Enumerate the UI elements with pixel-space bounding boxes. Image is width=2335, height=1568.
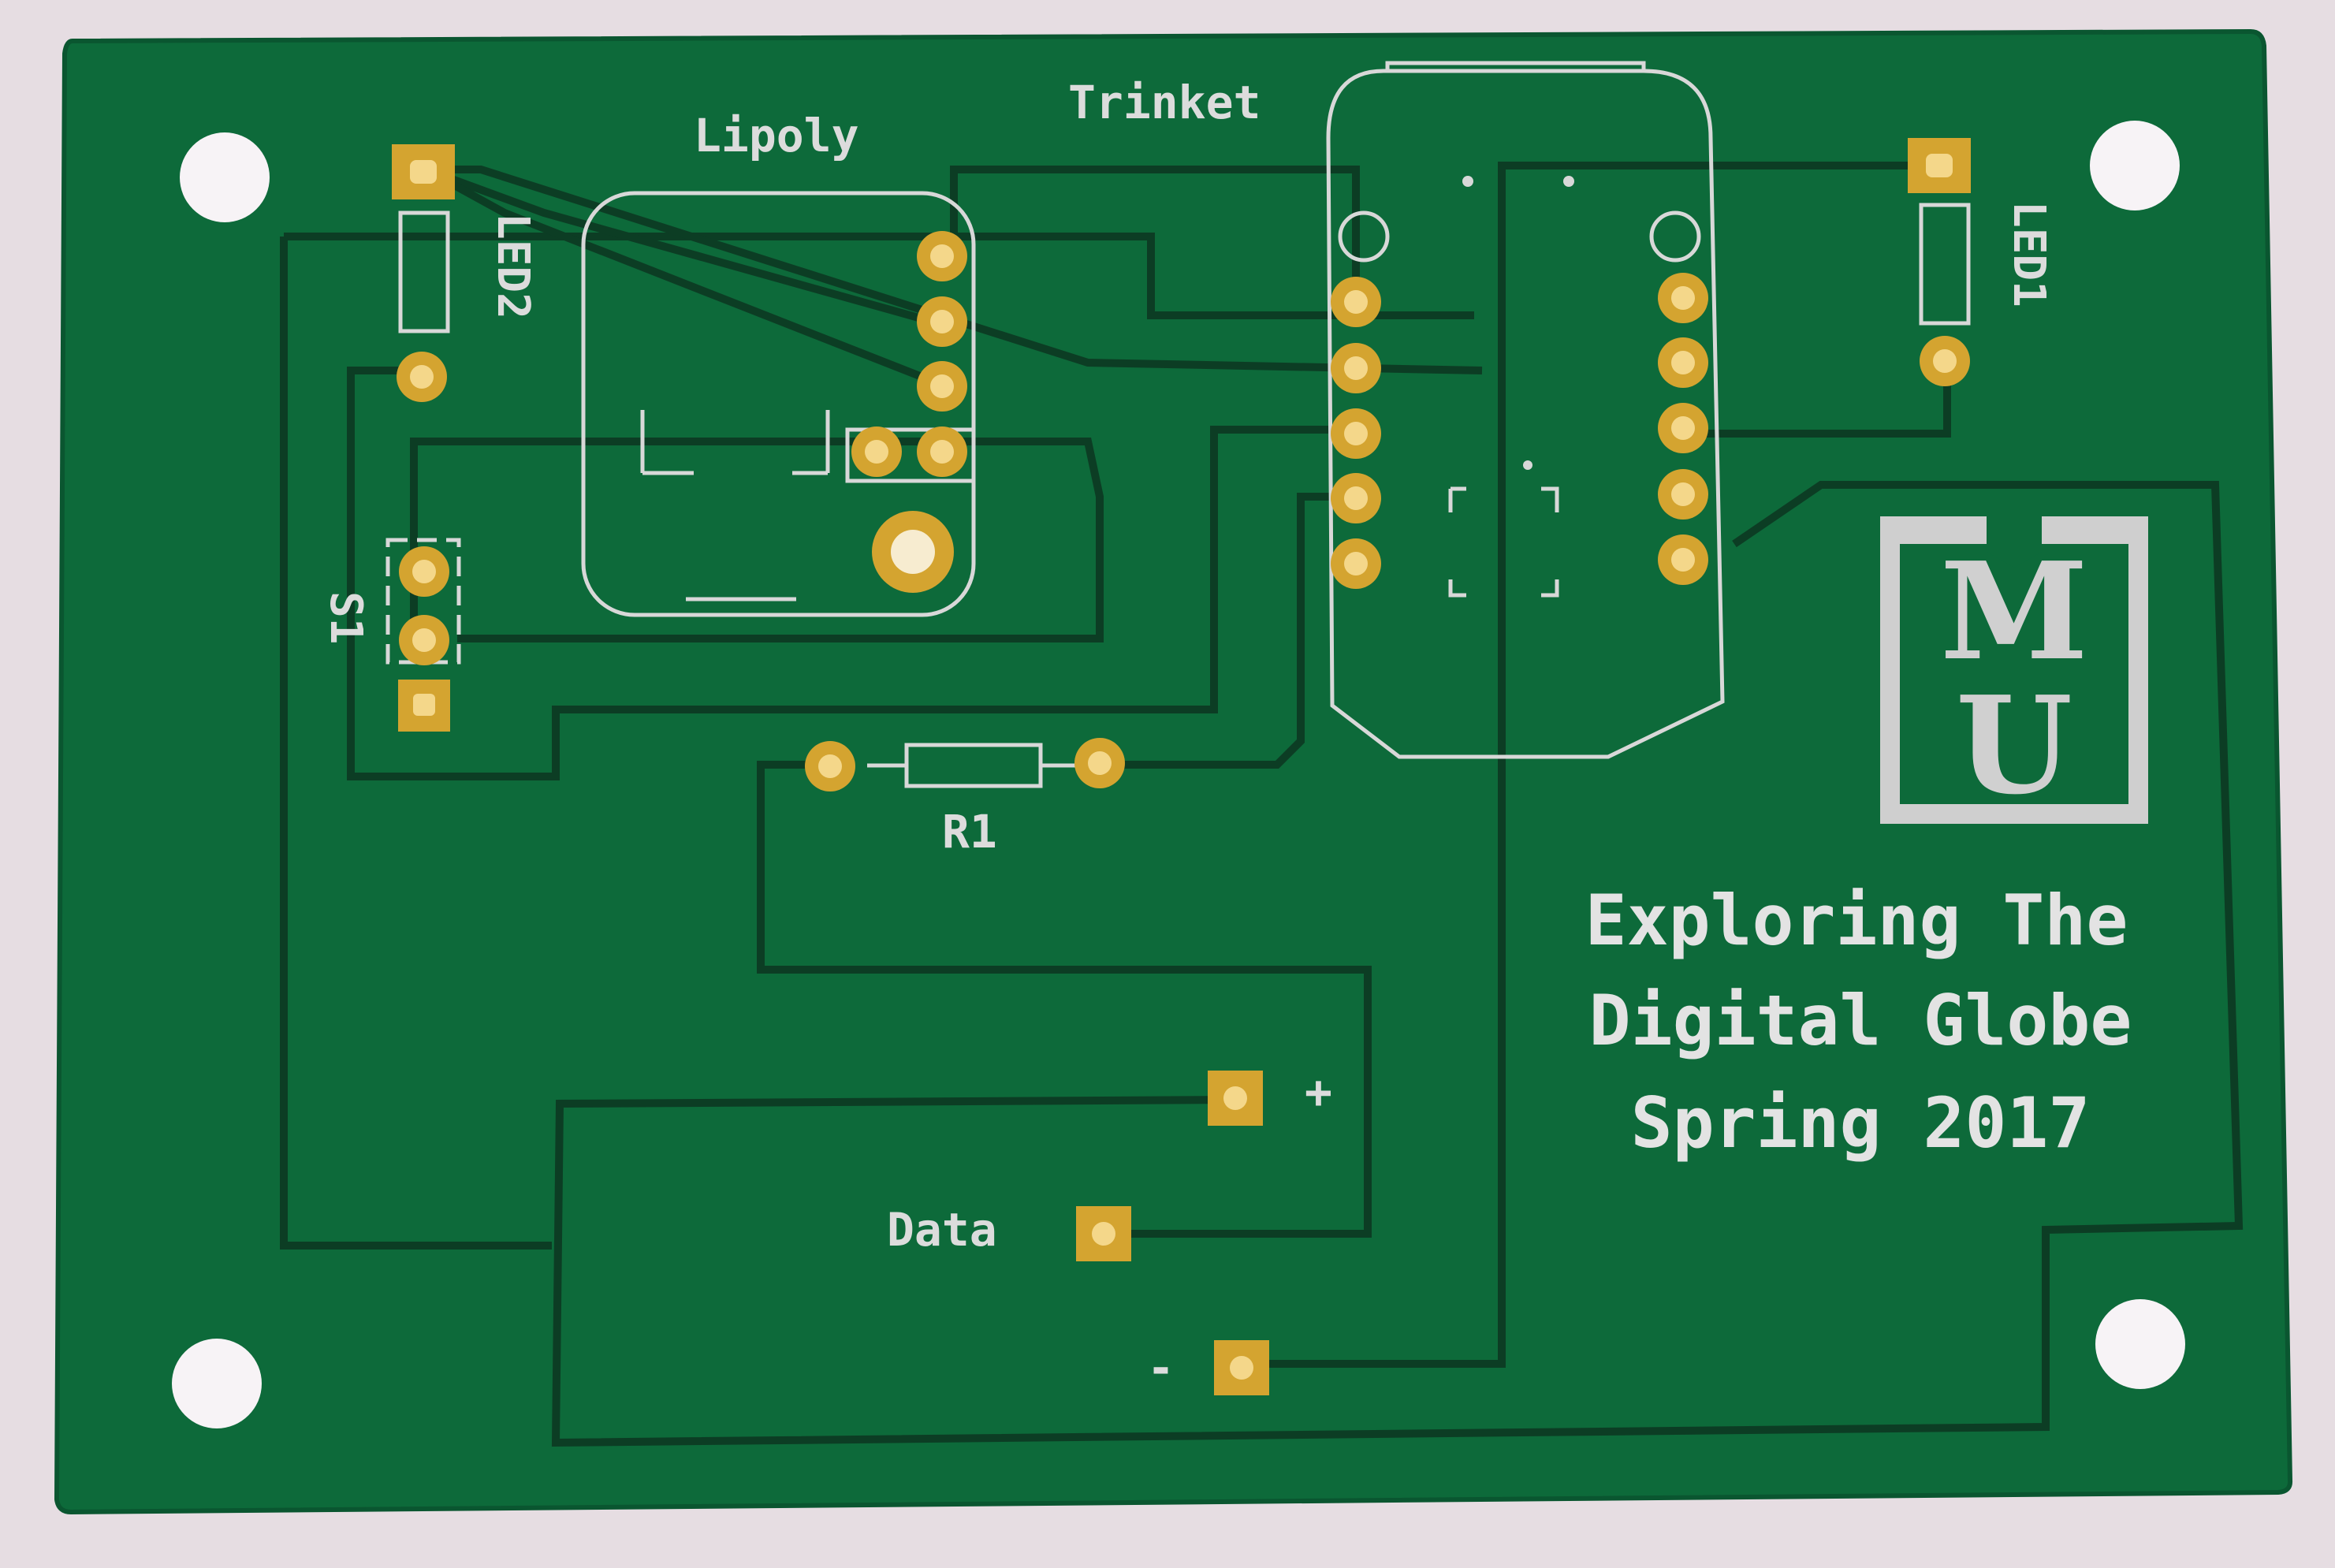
- label-lipoly: Lipoly: [694, 109, 859, 162]
- label-trinket: Trinket: [1068, 76, 1261, 129]
- mounting-hole-bottom-left: [172, 1339, 262, 1428]
- copper-traces: [280, 162, 2244, 1447]
- mounting-hole-bottom-right: [2095, 1299, 2185, 1389]
- label-r1: R1: [942, 805, 997, 858]
- trinket-footprint: [1326, 61, 1725, 759]
- label-led1: LED1: [2003, 201, 2054, 307]
- logo-letter-u: U: [1956, 667, 2072, 825]
- pcb-substrate: [57, 32, 2291, 1512]
- led2-outline: [398, 210, 450, 333]
- label-led2: LED2: [487, 213, 538, 319]
- lipoly-footprint: [581, 191, 976, 617]
- label-minus: -: [1147, 1341, 1175, 1395]
- mu-logo: M U: [1880, 516, 2148, 825]
- r1-outline: [867, 743, 1080, 788]
- label-s1: S1: [320, 591, 371, 644]
- s1-outline: [385, 538, 461, 665]
- pads: [392, 138, 1971, 1395]
- led1-outline: [1919, 203, 1971, 326]
- title-line-1: Exploring The: [1585, 880, 2128, 961]
- label-data: Data: [887, 1203, 997, 1257]
- mounting-hole-top-right: [2090, 121, 2180, 210]
- label-plus: +: [1305, 1065, 1332, 1119]
- logo-letter-m: M: [1940, 533, 2088, 691]
- board-title: Exploring The Digital Globe Spring 2017: [1585, 880, 2132, 1164]
- title-line-2: Digital Globe: [1589, 980, 2132, 1061]
- title-line-3: Spring 2017: [1631, 1082, 2091, 1164]
- mounting-hole-top-left: [180, 132, 270, 222]
